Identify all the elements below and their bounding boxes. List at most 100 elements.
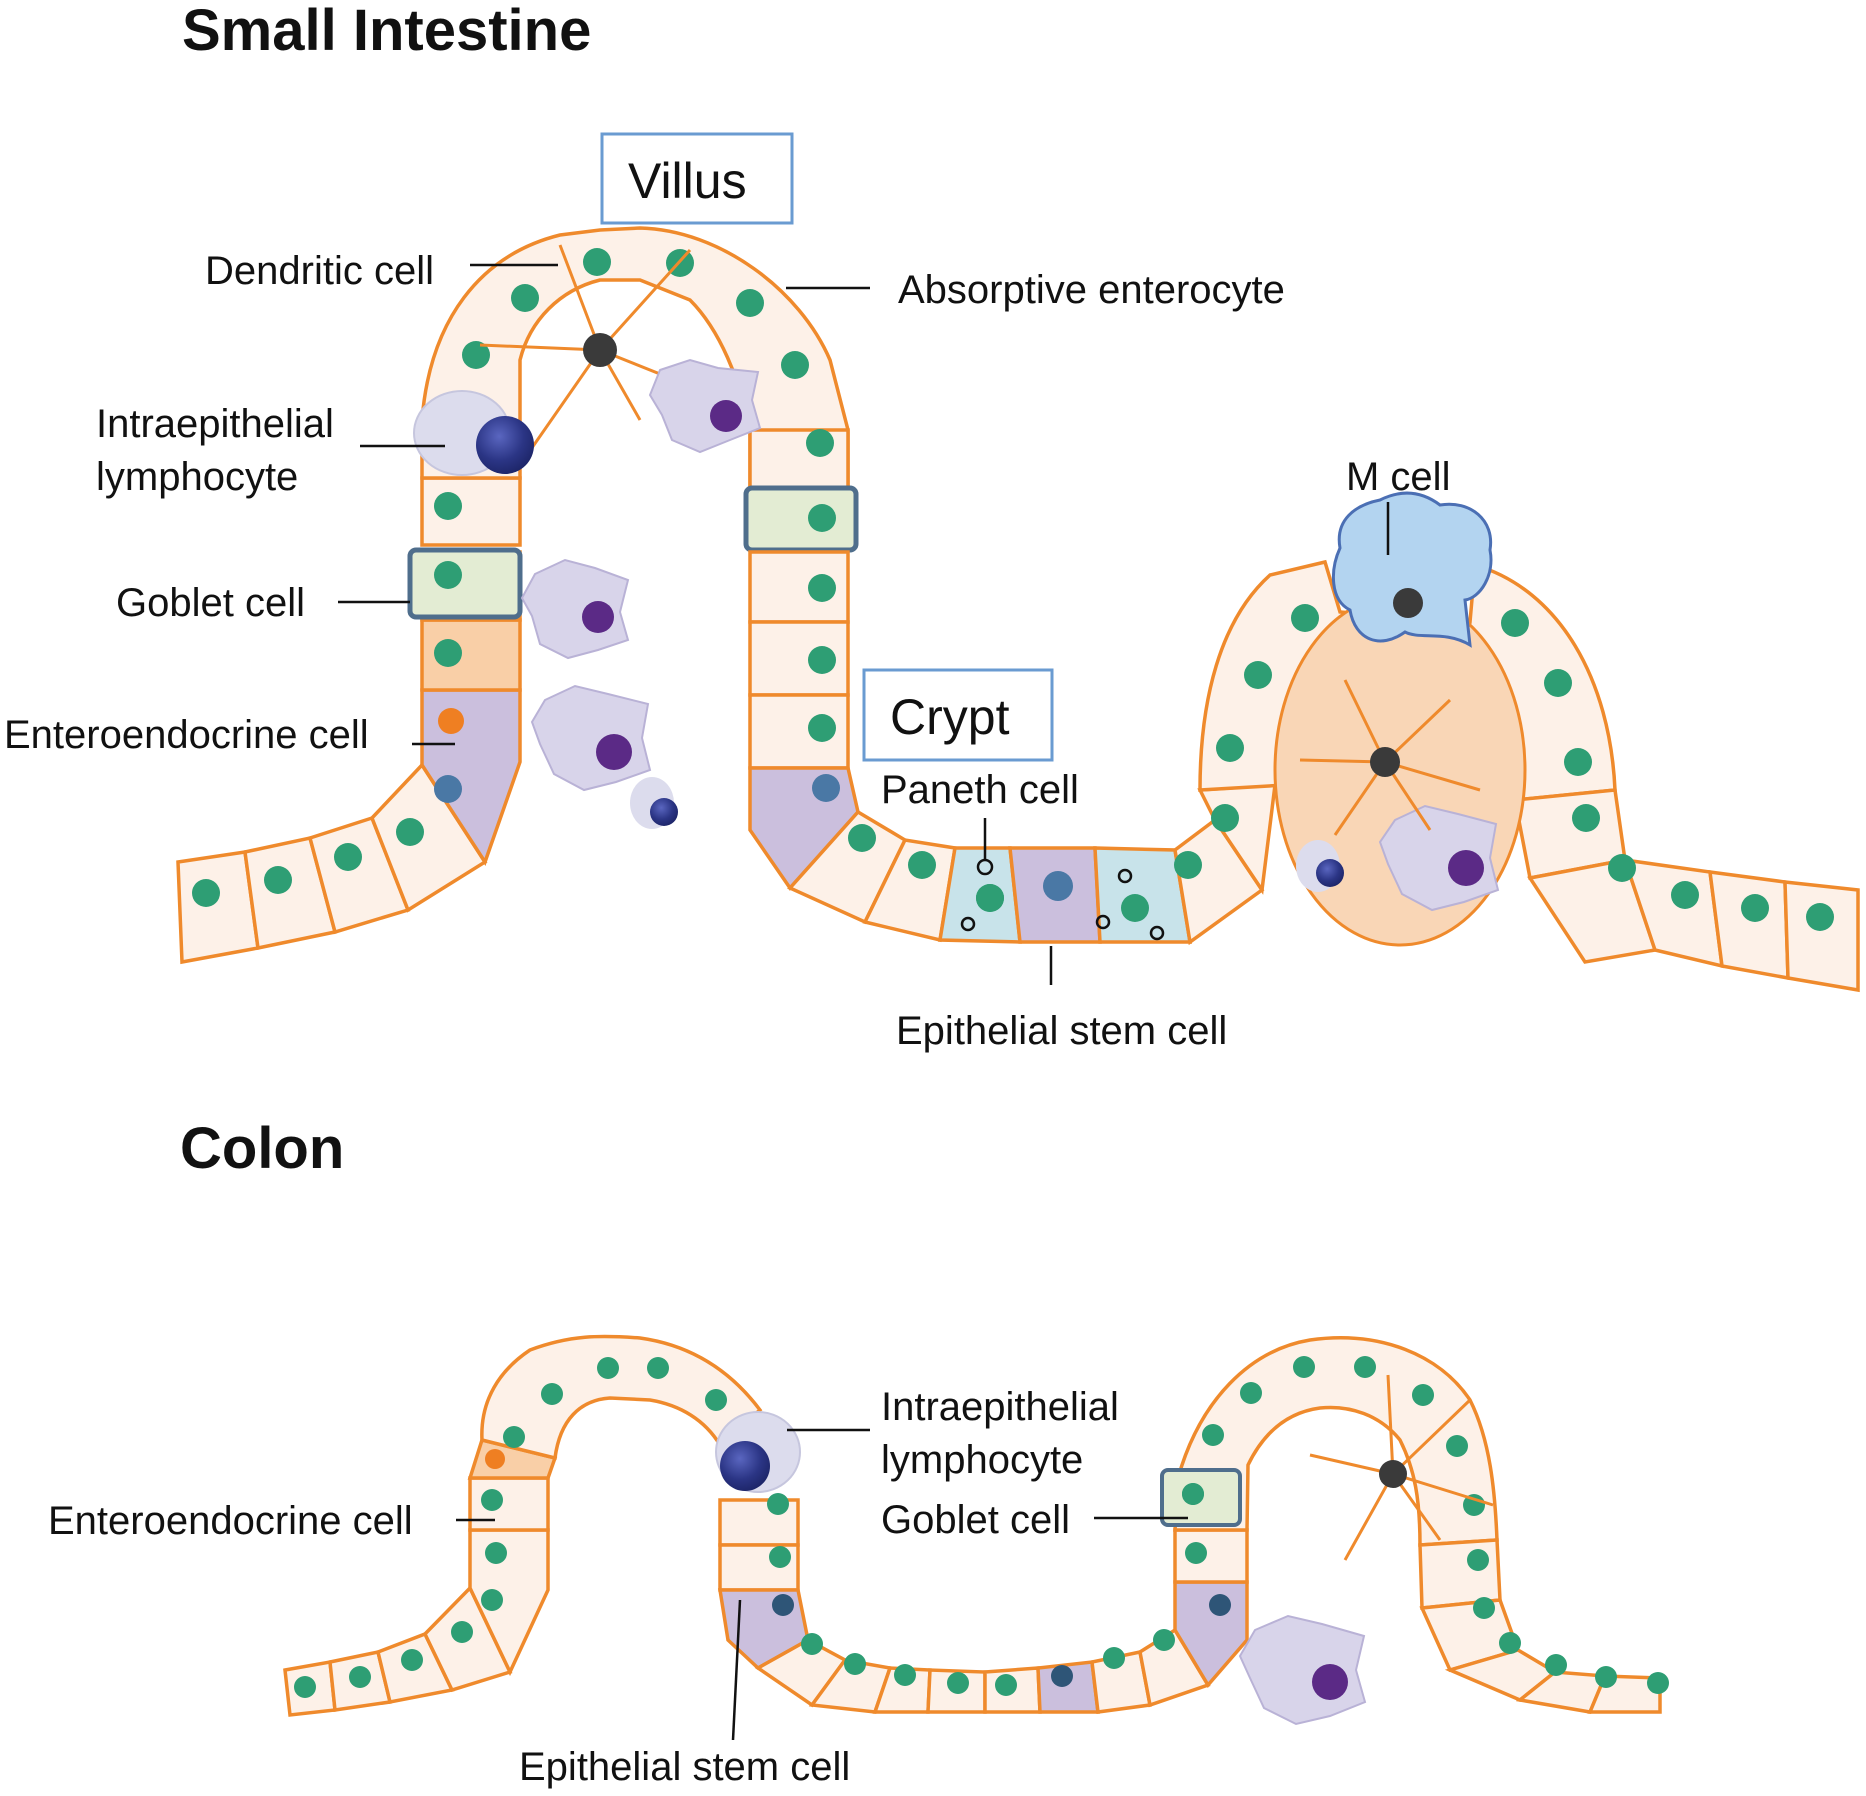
nucleus	[1244, 661, 1272, 689]
si-goblet-cell-label: Goblet cell	[116, 581, 305, 625]
si-nuclei	[192, 248, 1834, 931]
si-goblet-cell	[743, 485, 859, 553]
nucleus	[781, 351, 809, 379]
si-m-cell	[1331, 491, 1493, 648]
si-dome-dendritic-cell	[1299, 679, 1481, 836]
nucleus	[705, 1389, 727, 1411]
si-iel-label-line1: Intraepithelial	[96, 402, 334, 446]
nucleus	[947, 1672, 969, 1694]
nucleus	[396, 818, 424, 846]
nucleus	[597, 1357, 619, 1379]
si-dendritic-cell	[479, 244, 701, 466]
si-goblet-cell	[407, 547, 523, 620]
small-intestine-title: Small Intestine	[182, 0, 591, 63]
nucleus	[1291, 604, 1319, 632]
crypt-label: Crypt	[890, 689, 1010, 745]
nucleus	[1412, 1384, 1434, 1406]
nucleus	[334, 843, 362, 871]
nucleus	[462, 341, 490, 369]
nucleus	[1545, 1654, 1567, 1676]
nucleus	[434, 639, 462, 667]
colon-goblet-nucleus	[1182, 1483, 1204, 1505]
nucleus	[1544, 669, 1572, 697]
stem-cell-nucleus	[1043, 871, 1073, 901]
nucleus	[503, 1426, 525, 1448]
nucleus	[736, 289, 764, 317]
nucleus	[192, 879, 220, 907]
nucleus	[995, 1674, 1017, 1696]
colon-iel-label-line1: Intraepithelial	[881, 1385, 1119, 1429]
nucleus	[1153, 1629, 1175, 1651]
si-macrophage	[648, 358, 762, 454]
nucleus	[767, 1493, 789, 1515]
si-enterocyte	[1707, 869, 1790, 981]
nucleus	[1240, 1382, 1262, 1404]
nucleus	[1741, 894, 1769, 922]
colon-title: Colon	[180, 1116, 344, 1181]
si-epithelial-stem-cell-label: Epithelial stem cell	[896, 1009, 1227, 1053]
nucleus	[583, 248, 611, 276]
nucleus	[485, 1542, 507, 1564]
nucleus	[401, 1649, 423, 1671]
si-epithelium	[176, 226, 1860, 993]
nucleus	[808, 714, 836, 742]
nucleus	[1608, 854, 1636, 882]
nucleus	[541, 1383, 563, 1405]
nucleus	[1647, 1672, 1669, 1694]
si-dendritic-cell-label: Dendritic cell	[205, 249, 434, 293]
si-enteroendocrine-cell-label: Enteroendocrine cell	[4, 713, 369, 757]
nucleus	[349, 1666, 371, 1688]
si-iel-label-line2: lymphocyte	[96, 455, 298, 499]
nucleus	[908, 851, 936, 879]
crypt-box	[862, 668, 1054, 762]
nucleus	[451, 1621, 473, 1643]
nucleus	[769, 1546, 791, 1568]
nucleus	[894, 1664, 916, 1686]
nucleus	[1473, 1597, 1495, 1619]
nucleus	[511, 284, 539, 312]
nucleus	[294, 1676, 316, 1698]
paneth-granule	[1149, 925, 1165, 941]
nucleus	[1216, 734, 1244, 762]
paneth-granule	[1117, 868, 1133, 884]
colon-leader-lines	[456, 1428, 1188, 1741]
si-absorptive-enterocyte-label: Absorptive enterocyte	[898, 268, 1285, 312]
small-intestine-section: Small Intestine Villus Crypt Dendritic c…	[4, 0, 1860, 1053]
nucleus	[1467, 1549, 1489, 1571]
nucleus	[1354, 1356, 1376, 1378]
nucleus	[1671, 881, 1699, 909]
si-m-cell-label: M cell	[1346, 455, 1450, 499]
nucleus	[1572, 804, 1600, 832]
nucleus	[264, 866, 292, 894]
paneth-granule	[1095, 914, 1111, 930]
nucleus	[1202, 1424, 1224, 1446]
colon-stem-nucleus	[1209, 1594, 1231, 1616]
nucleus	[434, 492, 462, 520]
colon-stem-nucleus	[1051, 1665, 1073, 1687]
si-intraepithelial-lymphocyte	[413, 390, 534, 476]
colon-dendritic-cell	[1309, 1374, 1494, 1561]
nucleus	[647, 1357, 669, 1379]
nucleus	[1174, 851, 1202, 879]
stem-cell-nucleus	[434, 775, 462, 803]
colon-enteroendocrine-cell-label: Enteroendocrine cell	[48, 1499, 413, 1543]
nucleus	[1211, 804, 1239, 832]
nucleus	[1499, 1632, 1521, 1654]
nucleus	[808, 504, 836, 532]
colon-macrophage	[1238, 1614, 1367, 1726]
colon-goblet-cell-label: Goblet cell	[881, 1498, 1070, 1542]
enteroendocrine-nucleus	[438, 708, 464, 734]
nucleus	[1501, 609, 1529, 637]
nucleus	[481, 1489, 503, 1511]
colon-section: Colon Intraepithelial lymphocyte Enteroe…	[48, 1116, 1669, 1789]
nucleus	[434, 561, 462, 589]
nucleus	[1293, 1356, 1315, 1378]
si-intraepithelial-lymphocyte-dome	[1296, 840, 1344, 892]
colon-iel-label-line2: lymphocyte	[881, 1438, 1083, 1482]
colon-stem-nucleus	[772, 1594, 794, 1616]
nucleus	[1564, 748, 1592, 776]
colon-enterocyte	[468, 1476, 550, 1532]
nucleus	[801, 1633, 823, 1655]
nucleus	[1103, 1647, 1125, 1669]
